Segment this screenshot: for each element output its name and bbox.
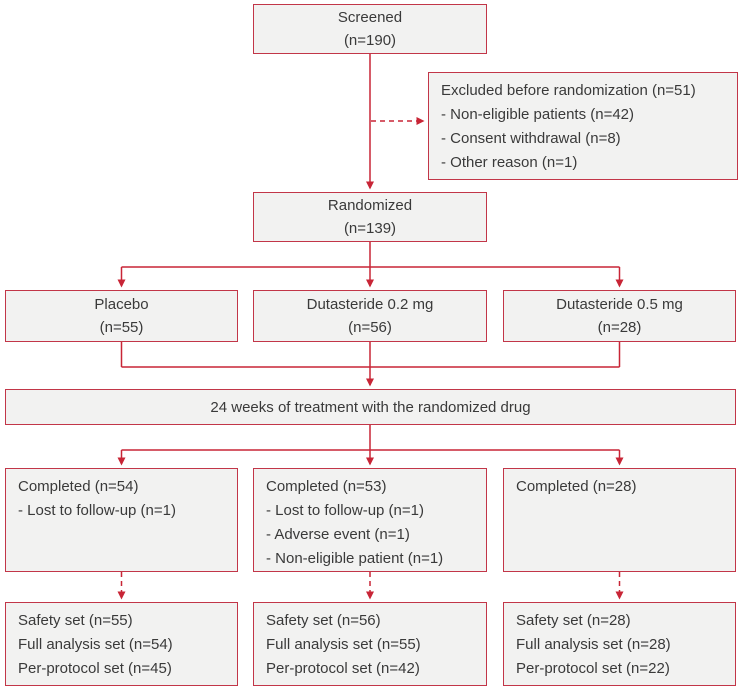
connector-treatment-split-skeleton: [121, 425, 620, 451]
screened-title: Screened: [337, 9, 403, 26]
analysis-set-box-dutasteride-0-5mg: Safety set (n=28) Full analysis set (n=2…: [503, 602, 736, 686]
analysis-set-line: Safety set (n=28): [516, 612, 631, 629]
completed-item: - Lost to follow-up (n=1): [18, 502, 176, 519]
completed-box-dutasteride-0-2mg: Completed (n=53) - Lost to follow-up (n=…: [253, 468, 487, 572]
randomized-box: Randomized (n=139): [253, 192, 487, 242]
randomized-n: (n=139): [343, 220, 397, 237]
excluded-box: Excluded before randomization (n=51) - N…: [428, 72, 738, 180]
analysis-set-line: Per-protocol set (n=22): [516, 660, 670, 677]
analysis-set-line: Full analysis set (n=55): [266, 636, 421, 653]
analysis-set-line: Per-protocol set (n=45): [18, 660, 172, 677]
excluded-title: Excluded before randomization (n=51): [441, 82, 696, 99]
analysis-set-line: Safety set (n=55): [18, 612, 133, 629]
completed-box-placebo: Completed (n=54) - Lost to follow-up (n=…: [5, 468, 238, 572]
completed-title: Completed (n=54): [18, 478, 139, 495]
arm-title: Dutasteride 0.2 mg: [306, 296, 434, 313]
arm-n: (n=56): [348, 319, 392, 336]
treatment-label: 24 weeks of treatment with the randomize…: [210, 398, 531, 416]
connector-randomized-split-skeleton: [121, 242, 620, 268]
completed-title: Completed (n=28): [516, 478, 637, 495]
treatment-box: 24 weeks of treatment with the randomize…: [5, 389, 736, 425]
arm-title: Dutasteride 0.5 mg: [556, 296, 683, 313]
analysis-set-box-dutasteride-0-2mg: Safety set (n=56) Full analysis set (n=5…: [253, 602, 487, 686]
completed-box-dutasteride-0-5mg: Completed (n=28): [503, 468, 736, 572]
analysis-set-line: Per-protocol set (n=42): [266, 660, 420, 677]
screened-n: (n=190): [343, 32, 397, 49]
analysis-set-line: Full analysis set (n=28): [516, 636, 671, 653]
completed-title: Completed (n=53): [266, 478, 387, 495]
arm-title: Placebo: [94, 296, 149, 313]
analysis-set-box-placebo: Safety set (n=55) Full analysis set (n=5…: [5, 602, 238, 686]
excluded-item: - Consent withdrawal (n=8): [441, 130, 621, 147]
completed-item: - Adverse event (n=1): [266, 526, 410, 543]
excluded-item: - Other reason (n=1): [441, 154, 578, 171]
arm-box-dutasteride-0-5mg: Dutasteride 0.5 mg (n=28): [503, 290, 736, 342]
randomized-title: Randomized: [327, 197, 413, 214]
excluded-item: - Non-eligible patients (n=42): [441, 106, 635, 123]
arm-n: (n=28): [597, 319, 642, 336]
screened-box: Screened (n=190): [253, 4, 487, 54]
analysis-set-line: Safety set (n=56): [266, 612, 381, 629]
completed-item: - Lost to follow-up (n=1): [266, 502, 424, 519]
arm-box-dutasteride-0-2mg: Dutasteride 0.2 mg (n=56): [253, 290, 487, 342]
analysis-set-line: Full analysis set (n=54): [18, 636, 173, 653]
arm-box-placebo: Placebo (n=55): [5, 290, 238, 342]
arm-n: (n=55): [99, 319, 144, 336]
completed-item: - Non-eligible patient (n=1): [266, 550, 444, 567]
